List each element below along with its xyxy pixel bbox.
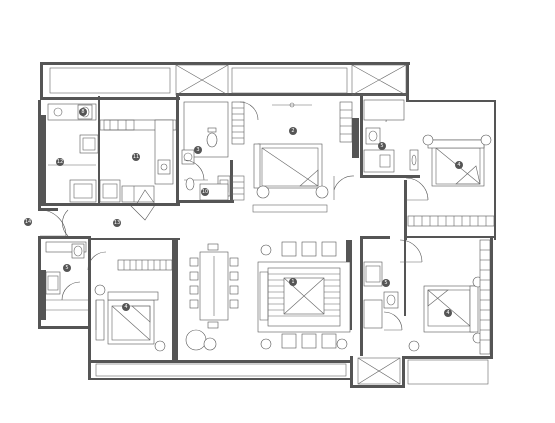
tag-living: 1 <box>289 278 297 286</box>
svg-text:10: 10 <box>202 189 208 195</box>
svg-text:8: 8 <box>81 109 84 115</box>
tag-bedroom-right-bottom: 4 <box>444 309 452 317</box>
entry <box>39 209 69 237</box>
svg-text:5: 5 <box>380 143 383 149</box>
svg-text:2: 2 <box>291 128 294 134</box>
svg-text:5: 5 <box>65 265 68 271</box>
tag-foyer: 13 <box>113 219 121 227</box>
tag-bath-right-top: 5 <box>378 142 386 150</box>
svg-text:3: 3 <box>196 147 199 153</box>
bedroom-left <box>87 251 173 352</box>
powder-room <box>199 183 229 201</box>
living-dining <box>185 241 351 351</box>
kitchen <box>99 119 177 221</box>
room-tags: 2 4 4 4 1 11 12 13 <box>24 108 463 317</box>
tag-bedroom-master: 2 <box>289 127 297 135</box>
bath-left <box>45 241 88 311</box>
svg-text:11: 11 <box>133 154 139 160</box>
tag-entry: 14 <box>24 218 32 226</box>
svg-text:1: 1 <box>291 279 294 285</box>
bath-right-top <box>363 99 419 173</box>
bedroom-right-top <box>385 103 495 227</box>
outer-walls <box>38 62 496 388</box>
utility <box>47 103 99 203</box>
bedroom-right-bottom <box>399 239 491 355</box>
tag-bath-left: 5 <box>63 264 71 272</box>
tag-powder: 10 <box>201 188 209 196</box>
tag-utility: 12 <box>56 158 64 166</box>
tag-servant-toilet: 8 <box>79 108 87 116</box>
tag-bedroom-right-top: 4 <box>455 161 463 169</box>
tag-kitchen: 11 <box>132 153 140 161</box>
tag-master-bath: 3 <box>194 146 202 154</box>
tag-bath-right-bottom: 5 <box>382 279 390 287</box>
svg-text:4: 4 <box>457 162 460 168</box>
svg-text:4: 4 <box>446 310 449 316</box>
svg-text:13: 13 <box>114 220 120 226</box>
svg-text:14: 14 <box>25 219 31 225</box>
balcony-bottom <box>95 357 489 385</box>
tag-bedroom-left: 4 <box>122 303 130 311</box>
svg-text:5: 5 <box>384 280 387 286</box>
bath-right-bottom <box>363 261 403 331</box>
balcony-top <box>49 64 407 96</box>
master-bedroom <box>231 101 355 213</box>
svg-text:4: 4 <box>124 304 127 310</box>
svg-text:12: 12 <box>57 159 63 165</box>
